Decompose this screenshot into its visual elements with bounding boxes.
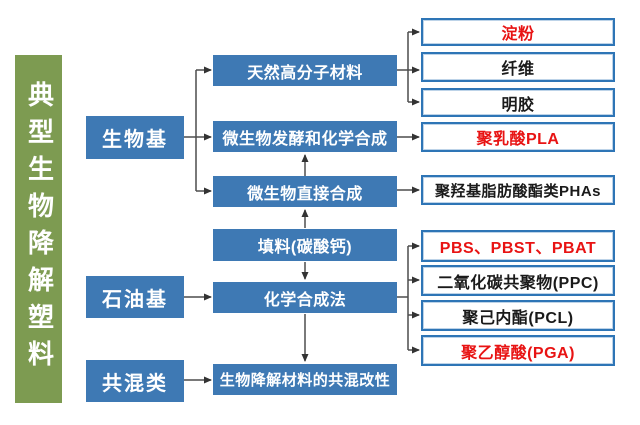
- process-label: 天然高分子材料: [247, 64, 363, 82]
- process-box-filler-calcium-carbonate: 填料(碳酸钙): [213, 229, 397, 261]
- product-box-fiber: 纤维: [421, 52, 615, 82]
- process-label: 微生物发酵和化学合成: [222, 130, 388, 148]
- product-label: 纤维: [501, 61, 535, 78]
- process-box-microbial-direct: 微生物直接合成: [213, 176, 397, 207]
- product-label: 聚乙醇酸(PGA): [461, 344, 575, 362]
- product-box-ppc: 二氧化碳共聚物(PPC): [421, 265, 615, 296]
- product-label: PBS、PBST、PBAT: [439, 240, 597, 257]
- process-box-fermentation-chemical: 微生物发酵和化学合成: [213, 121, 397, 152]
- diagram-title: 典型生物降解塑料: [24, 81, 54, 377]
- diagram-title-bar: 典型生物降解塑料: [15, 55, 62, 403]
- category-label: 共混类: [102, 372, 168, 395]
- product-label: 聚羟基脂肪酸酯类PHAs: [434, 182, 601, 200]
- product-label: 二氧化碳共聚物(PPC): [437, 274, 599, 292]
- category-label: 石油基: [102, 288, 168, 311]
- product-box-phas: 聚羟基脂肪酸酯类PHAs: [421, 175, 615, 205]
- category-box-bio-based: 生物基: [86, 116, 184, 159]
- product-box-gelatin: 明胶: [421, 88, 615, 117]
- process-label: 填料(碳酸钙): [257, 239, 353, 256]
- category-box-blend-type: 共混类: [86, 360, 184, 402]
- product-box-pga: 聚乙醇酸(PGA): [421, 335, 615, 366]
- process-label: 微生物直接合成: [247, 185, 363, 203]
- process-box-natural-polymer: 天然高分子材料: [213, 55, 397, 86]
- process-label: 化学合成法: [263, 291, 347, 309]
- product-label: 聚己内酯(PCL): [462, 309, 574, 327]
- product-label: 明胶: [501, 96, 535, 114]
- process-box-blend-modification: 生物降解材料的共混改性: [213, 364, 397, 395]
- category-box-petroleum-based: 石油基: [86, 276, 184, 318]
- product-box-pcl: 聚己内酯(PCL): [421, 300, 615, 331]
- product-label: 聚乳酸PLA: [476, 131, 560, 148]
- process-box-chemical-synthesis: 化学合成法: [213, 282, 397, 313]
- process-label: 生物降解材料的共混改性: [219, 372, 391, 389]
- product-box-starch: 淀粉: [421, 18, 615, 46]
- product-box-pla: 聚乳酸PLA: [421, 122, 615, 152]
- category-label: 生物基: [102, 129, 168, 151]
- product-box-pbs-pbst-pbat: PBS、PBST、PBAT: [421, 230, 615, 262]
- product-label: 淀粉: [501, 26, 535, 43]
